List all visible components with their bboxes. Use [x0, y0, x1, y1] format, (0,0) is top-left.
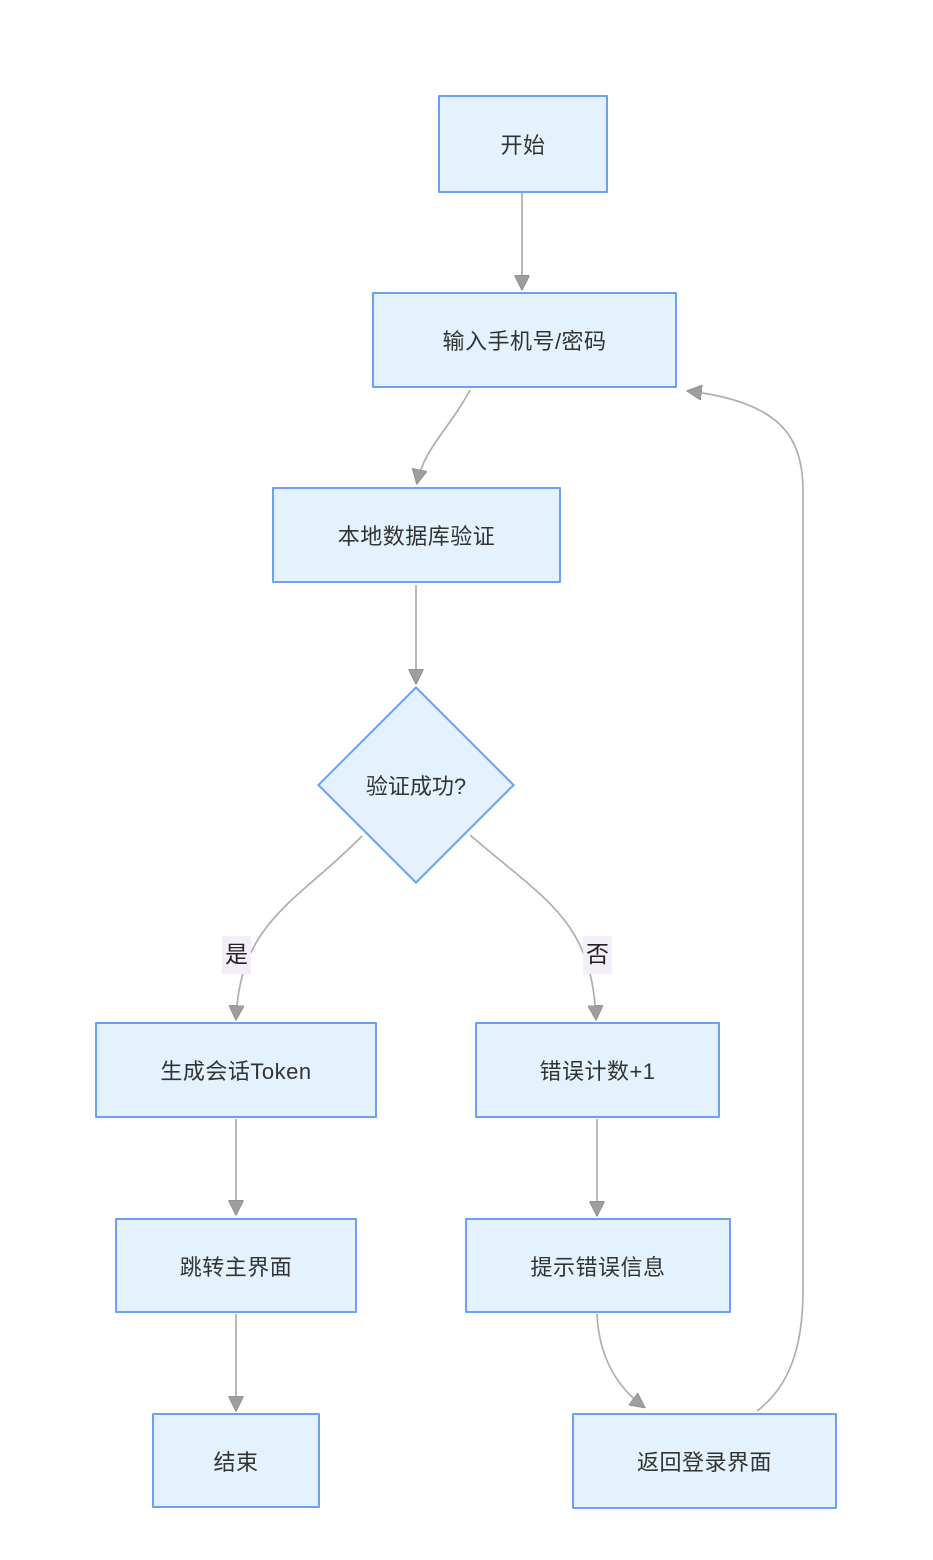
node-error-count-label: 错误计数+1: [539, 1059, 656, 1084]
node-back-to-login-label: 返回登录界面: [636, 1450, 772, 1475]
edge-label-yes: 是: [222, 936, 251, 974]
edge-back-to-input-loop: [688, 391, 804, 1412]
edge-input-to-verify: [417, 389, 471, 483]
edge-label-no: 否: [583, 936, 612, 974]
edge-decision-yes-to-token: [236, 835, 363, 1019]
node-show-error-label: 提示错误信息: [530, 1254, 666, 1280]
node-end: 结束: [152, 1413, 320, 1508]
node-show-error: 提示错误信息: [465, 1218, 731, 1313]
node-input-phone-password-label: 输入手机号/密码: [442, 329, 607, 354]
edge-decision-no-to-count: [469, 834, 596, 1019]
node-end-label: 结束: [213, 1449, 259, 1475]
edge-error-to-back: [596, 1313, 644, 1407]
node-verify-success-label: 验证成功?: [365, 774, 467, 799]
node-goto-main: 跳转主界面: [115, 1218, 357, 1313]
node-start: 开始: [438, 95, 608, 193]
edge-label-no-text: 否: [586, 941, 609, 968]
node-generate-token-label: 生成会话Token: [160, 1059, 312, 1084]
node-local-db-verify: 本地数据库验证: [272, 487, 561, 583]
node-generate-token: 生成会话Token: [95, 1022, 377, 1118]
node-local-db-verify-label: 本地数据库验证: [337, 524, 496, 549]
node-verify-success-decision: 验证成功?: [315, 686, 517, 884]
node-error-count: 错误计数+1: [475, 1022, 720, 1118]
node-back-to-login: 返回登录界面: [572, 1413, 837, 1509]
node-input-phone-password: 输入手机号/密码: [372, 292, 677, 388]
node-start-label: 开始: [500, 133, 546, 158]
edge-label-yes-text: 是: [225, 941, 248, 968]
node-goto-main-label: 跳转主界面: [179, 1254, 293, 1280]
